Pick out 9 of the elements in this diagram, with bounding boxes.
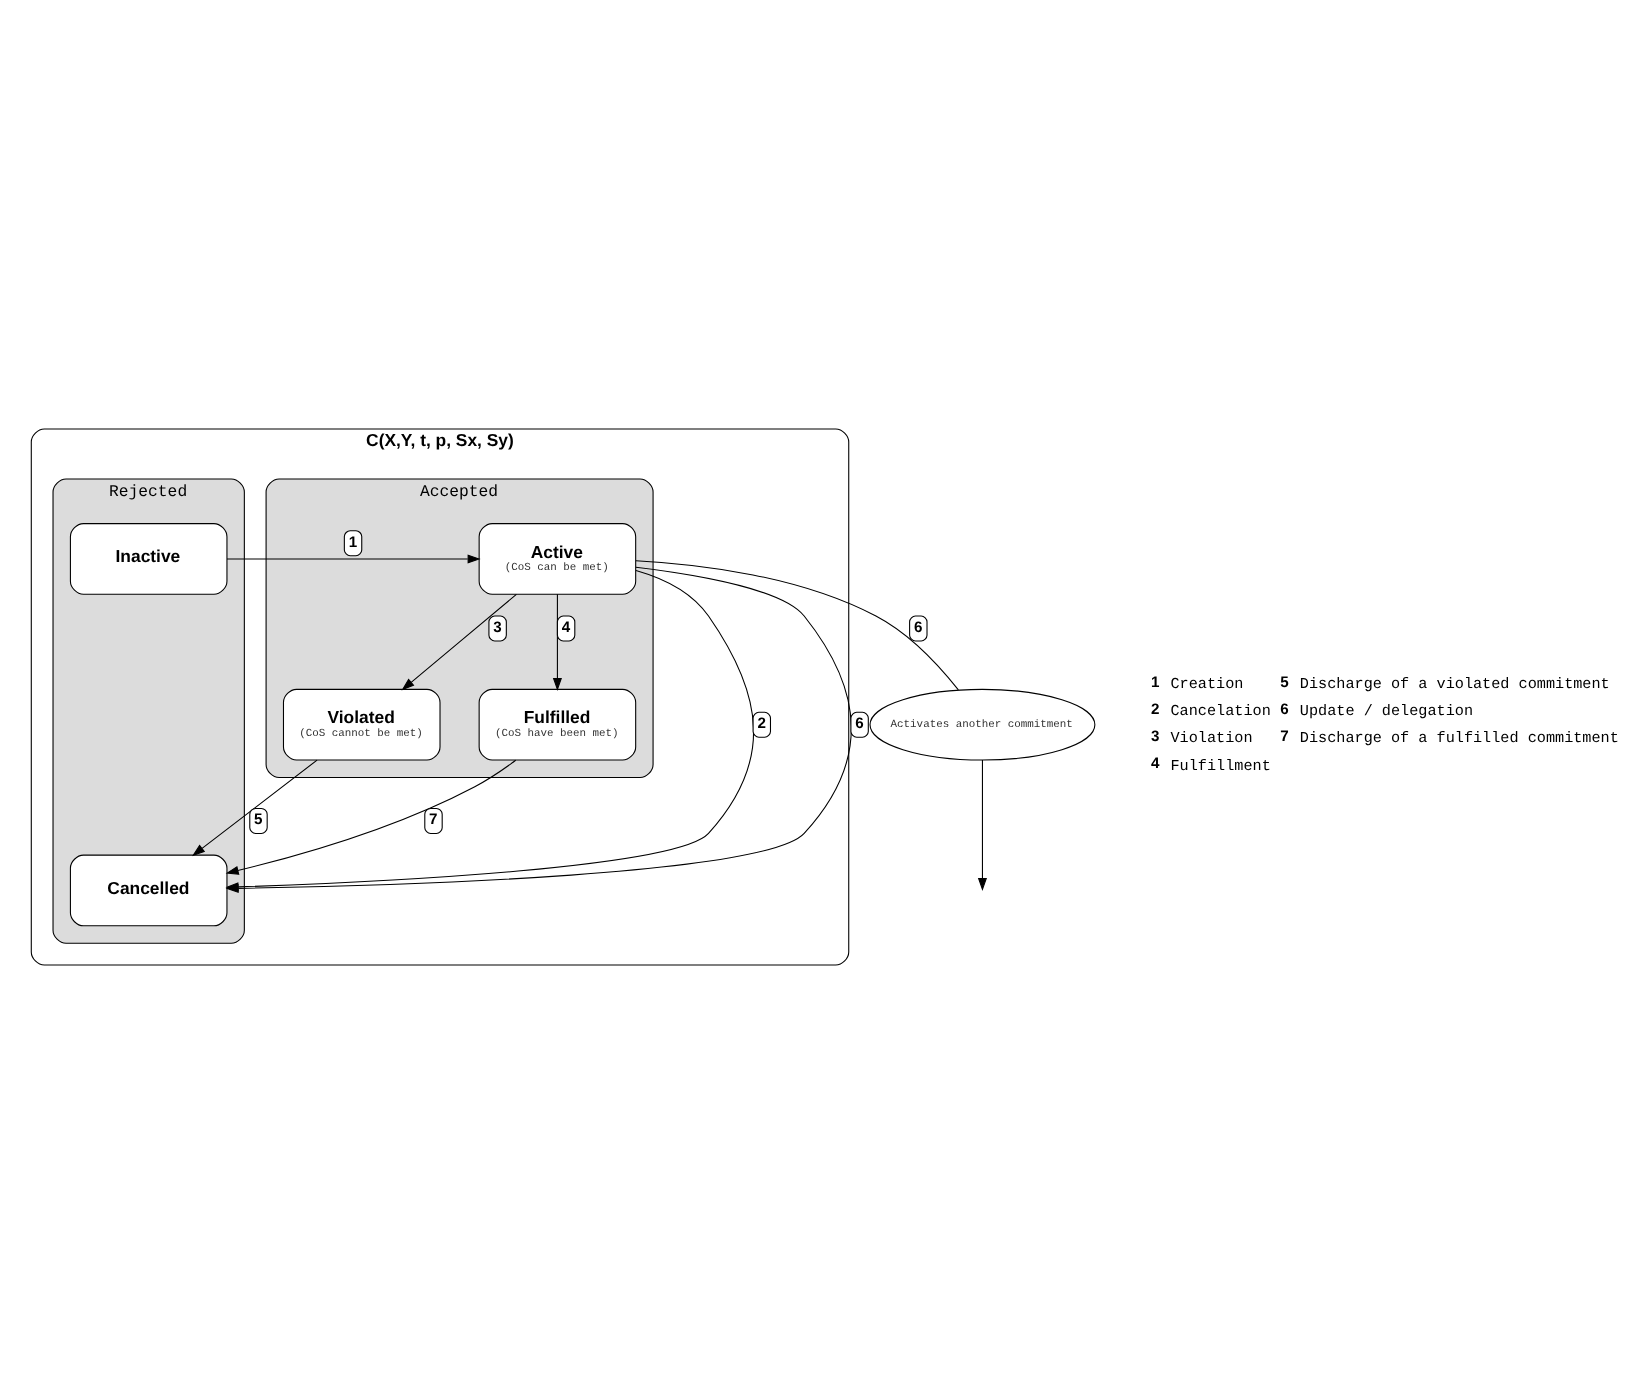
arrow — [400, 593, 516, 691]
arrow — [976, 759, 986, 891]
node-box: Cancelled — [68, 854, 227, 927]
connector — [634, 560, 958, 691]
arrow — [191, 759, 317, 857]
arrow — [224, 759, 516, 875]
arrow — [225, 554, 480, 564]
node-box: Inactive — [68, 523, 227, 595]
arrow — [551, 593, 561, 692]
